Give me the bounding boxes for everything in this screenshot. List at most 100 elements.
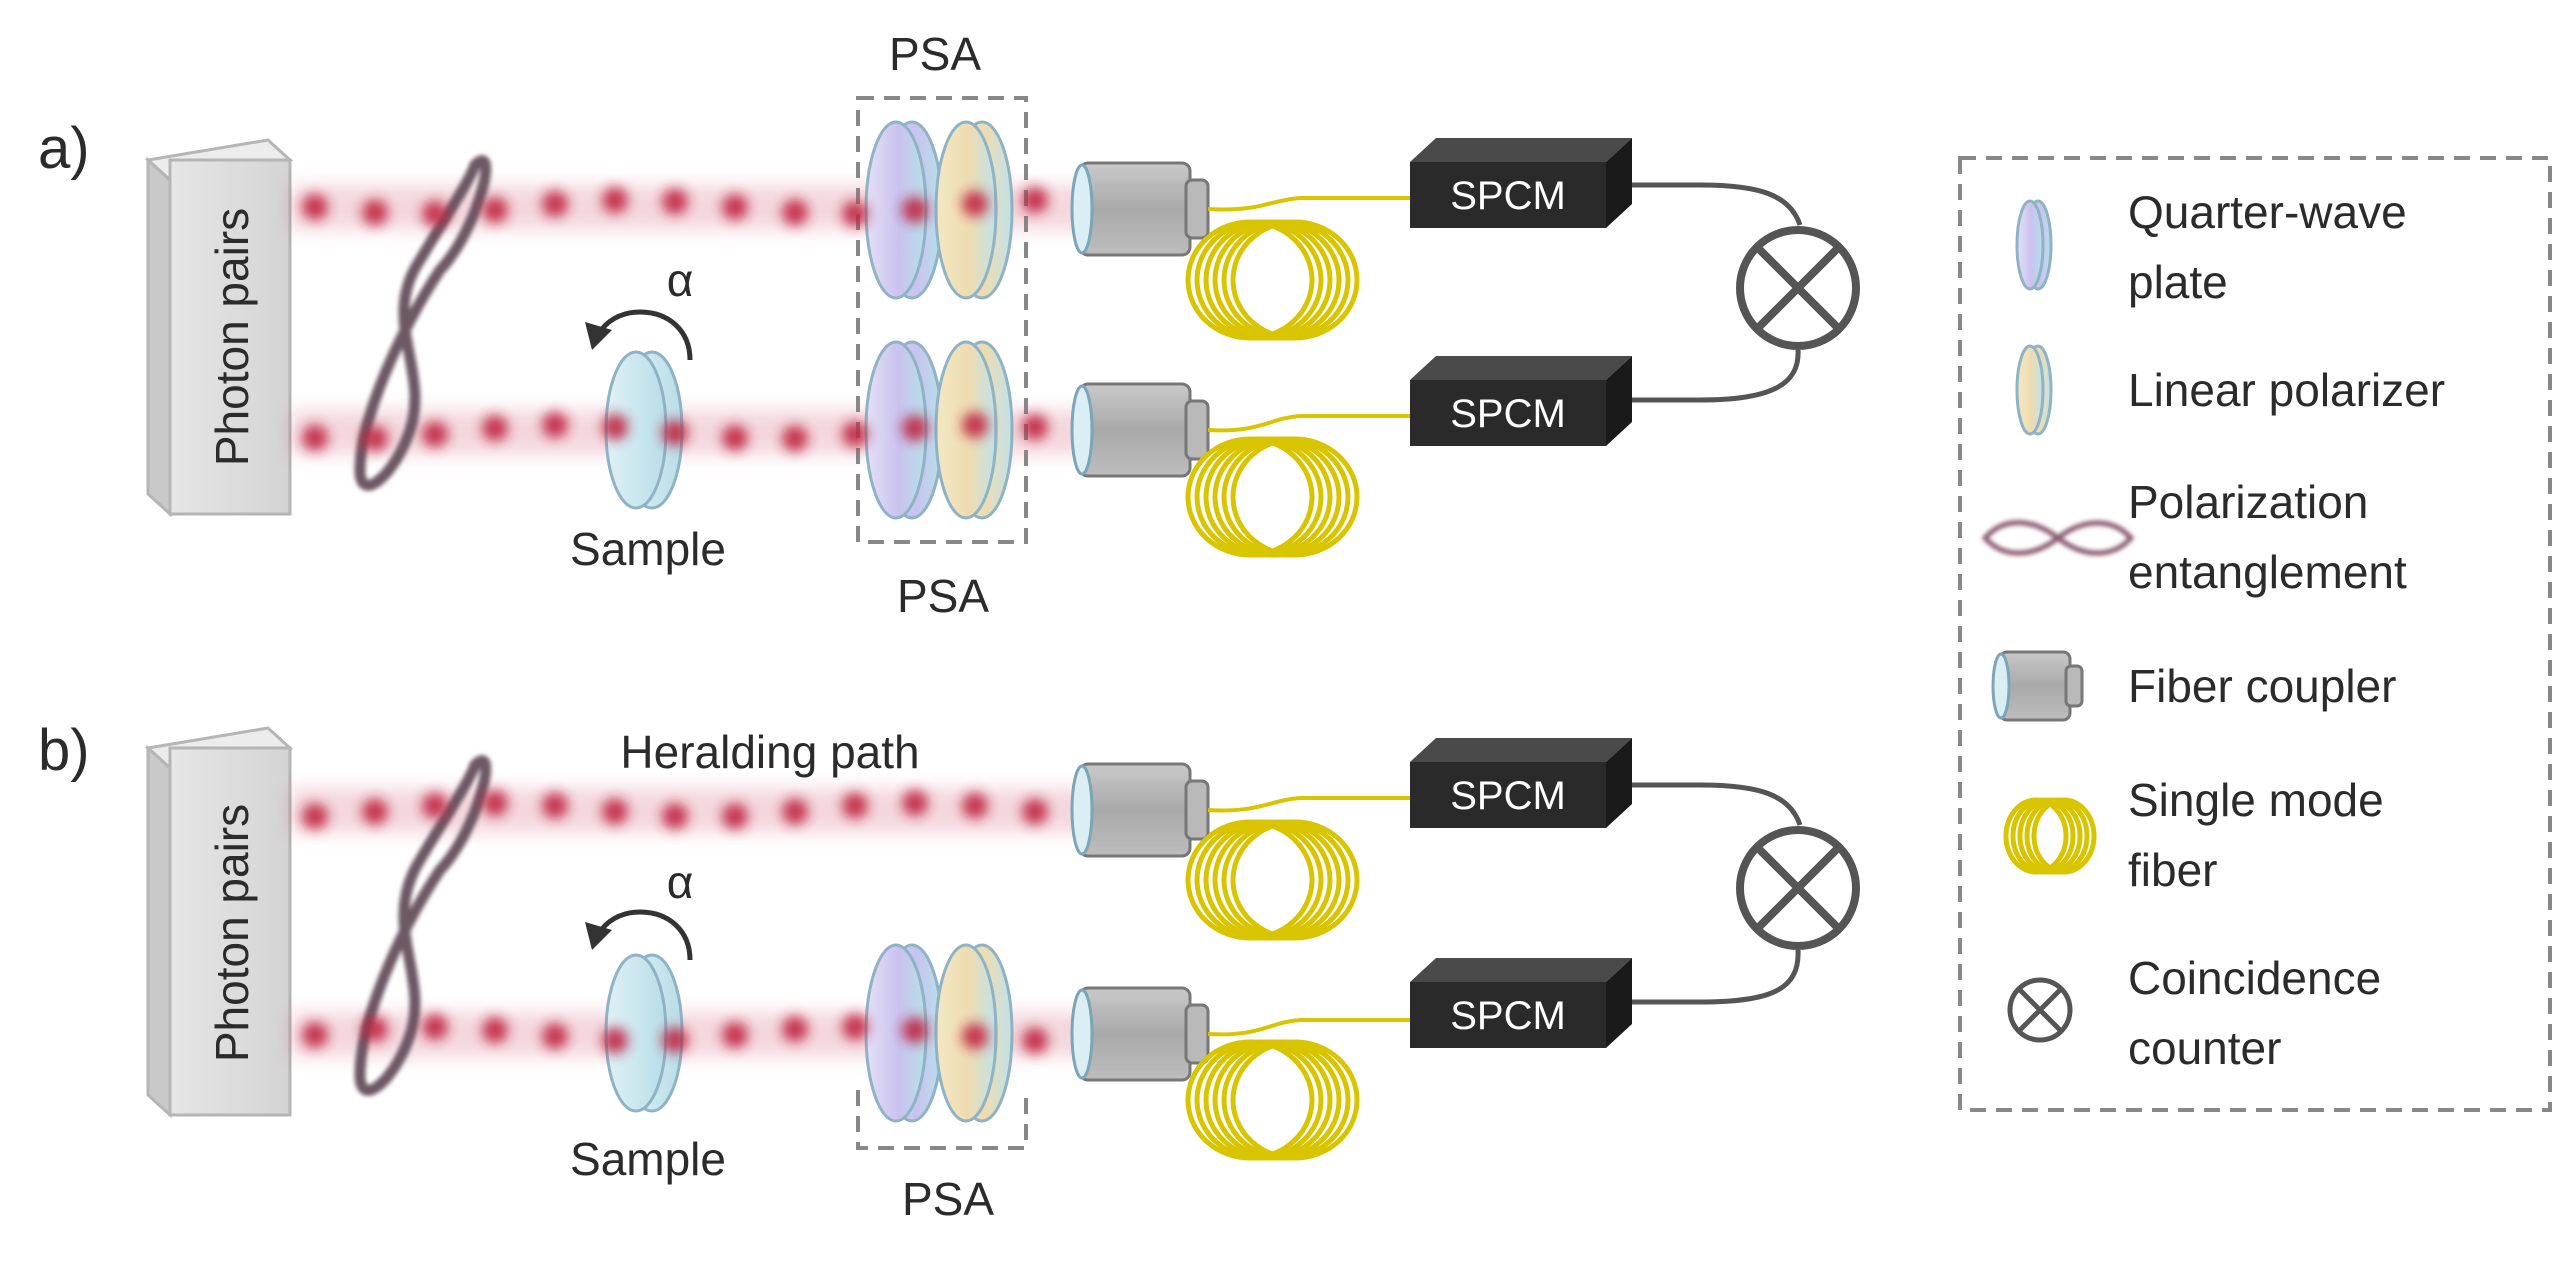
legend-fiber-coupler: Fiber coupler [1991, 650, 2396, 722]
photon-dot [842, 421, 868, 448]
legend-single-mode-line2: fiber [2128, 844, 2217, 896]
panel-b-label: b) [38, 718, 90, 783]
photon-dot [782, 425, 808, 452]
photon-dot [962, 792, 988, 819]
photon-dot [722, 194, 748, 221]
photon-dot [302, 1021, 328, 1048]
psa-label-b: PSA [902, 1173, 994, 1225]
photon-dot [962, 190, 988, 217]
fiber-coil-icon [1185, 436, 1360, 558]
photon-dot [902, 415, 928, 442]
photon-dot [602, 187, 628, 214]
panel-a: a) Photon pairs Sample α [38, 28, 1860, 622]
fiber-coil-icon [1185, 819, 1360, 941]
legend: Quarter-wave plate Linear polarizer Pola… [1958, 156, 2552, 1112]
spcm-detector-icon: SPCM [1410, 958, 1632, 1048]
photon-dot [422, 1014, 448, 1041]
coincidence-counter-icon [2007, 977, 2073, 1043]
photon-dot [722, 803, 748, 830]
entanglement-loop-icon [1981, 520, 2135, 556]
entanglement-loop-icon [354, 755, 492, 1096]
photon-dot [842, 1014, 868, 1041]
photon-dot [302, 803, 328, 830]
photon-dot [482, 196, 508, 223]
legend-single-mode-line1: Single mode [2128, 774, 2384, 826]
photon-dot [842, 200, 868, 227]
angle-label-a: α [667, 254, 694, 306]
fiber-line [1207, 796, 1410, 813]
photon-dot [722, 424, 748, 451]
heralding-path-label: Heralding path [620, 726, 919, 778]
photon-dot [482, 790, 508, 817]
legend-coincidence-line1: Coincidence [2128, 952, 2381, 1004]
legend-coincidence-line2: counter [2128, 1022, 2281, 1074]
photon-source-box: Photon pairs [144, 138, 294, 518]
fiber-coil-icon [1185, 219, 1360, 341]
legend-linear-polarizer-label: Linear polarizer [2128, 364, 2445, 416]
fiber-coil-icon [1185, 1039, 1360, 1161]
photon-dot [902, 790, 928, 817]
photon-dot [542, 792, 568, 819]
photon-dot [662, 188, 688, 215]
spcm-detector-icon: SPCM [1410, 138, 1632, 228]
spcm-label: SPCM [1450, 994, 1566, 1038]
sample-label-b: Sample [570, 1133, 726, 1185]
photon-dot [962, 412, 988, 439]
source-label-a: Photon pairs [206, 208, 258, 466]
photon-dot [662, 803, 688, 830]
photon-dot [722, 1021, 748, 1048]
legend-linear-polarizer: Linear polarizer [2015, 344, 2445, 436]
fiber-coupler-icon [1070, 762, 1210, 858]
spcm-label: SPCM [1450, 774, 1566, 818]
spcm-label: SPCM [1450, 392, 1566, 436]
photon-dot [542, 412, 568, 439]
fiber-line [1207, 414, 1410, 433]
photon-source-box: Photon pairs [144, 726, 294, 1119]
psa-top-a: PSA PSA [856, 28, 1028, 622]
spcm-detector-icon: SPCM [1410, 356, 1632, 446]
photon-dot [482, 415, 508, 442]
panel-a-label: a) [38, 116, 90, 181]
photon-dot [542, 190, 568, 217]
spcm-detector-icon: SPCM [1410, 738, 1632, 828]
photon-dot [902, 196, 928, 223]
psa-top-label-a: PSA [889, 28, 981, 80]
photon-dot [362, 798, 388, 825]
psa-b: PSA [856, 943, 1028, 1225]
photon-dot [422, 200, 448, 227]
coincidence-counter-icon [1736, 826, 1860, 950]
legend-polarization-line1: Polarization [2128, 476, 2368, 528]
beam-photon-dots [302, 187, 1048, 1054]
fiber-line [1207, 196, 1410, 212]
quarter-wave-plate-icon [2015, 199, 2045, 291]
fiber-coupler-icon [1070, 161, 1210, 257]
photon-dot [302, 194, 328, 220]
legend-single-mode-fiber: Single mode fiber [2003, 774, 2384, 896]
coincidence-counter-icon [1736, 226, 1860, 350]
photon-dot [302, 424, 328, 451]
fiber-coil-icon [2003, 797, 2097, 875]
photon-dot [662, 1026, 688, 1053]
legend-quarter-wave: Quarter-wave plate [2015, 186, 2407, 308]
legend-quarter-wave-line1: Quarter-wave [2128, 186, 2407, 238]
sample-label-a: Sample [570, 523, 726, 575]
legend-quarter-wave-line2: plate [2128, 256, 2228, 308]
photon-dot [602, 798, 628, 825]
fiber-coupler-icon [1070, 382, 1210, 478]
legend-coincidence-counter: Coincidence counter [2007, 952, 2381, 1074]
photon-dot [602, 414, 628, 441]
rotation-arrow-icon: α [585, 856, 693, 961]
legend-box [1958, 156, 2552, 1112]
photon-dot [782, 798, 808, 825]
photon-dot [602, 1027, 628, 1054]
photon-dot [782, 1016, 808, 1043]
photon-dot [422, 792, 448, 819]
rotation-arrow-icon: α [585, 254, 694, 361]
photon-dot [842, 792, 868, 819]
legend-polarization-line2: entanglement [2128, 546, 2407, 598]
psa-dashed-bracket-b [856, 1090, 1028, 1150]
photon-dot [662, 419, 688, 446]
psa-bottom-label-a: PSA [897, 570, 989, 622]
photon-dot [1022, 187, 1048, 214]
